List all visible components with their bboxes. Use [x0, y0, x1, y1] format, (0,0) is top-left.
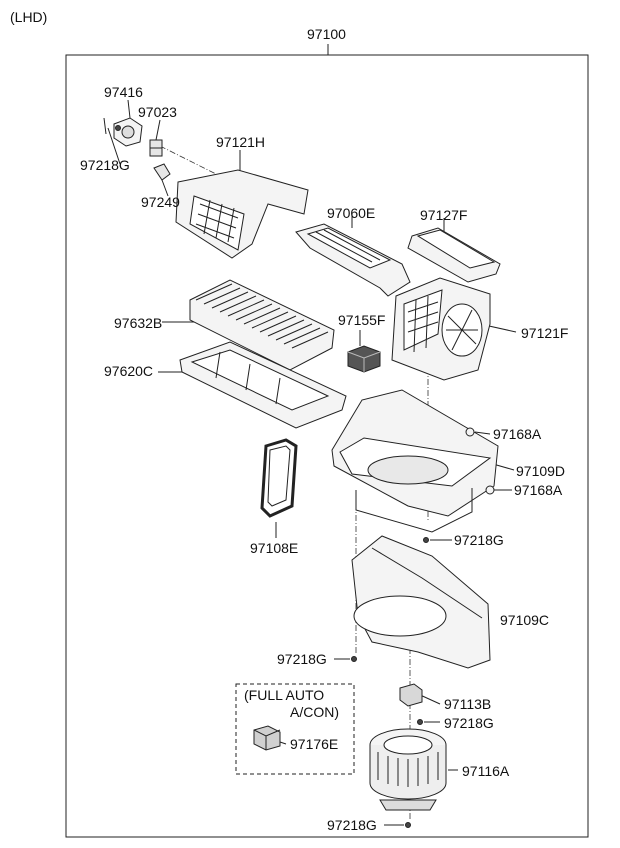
- lever-97023-illustration: [149, 139, 163, 157]
- filter-frame-97620c-illustration: [179, 341, 347, 429]
- part-label-97218g-mid: 97218G: [454, 532, 504, 548]
- upper-case-97121f-illustration: [391, 277, 491, 381]
- seal-97108e-illustration: [260, 438, 298, 518]
- part-label-97218g-right: 97218G: [444, 715, 494, 731]
- blower-case-97109d-illustration: [331, 389, 499, 533]
- intake-duct-97121h-illustration: [175, 169, 309, 259]
- part-label-97109d: 97109D: [516, 463, 566, 479]
- part-label-97176e: 97176E: [290, 736, 339, 752]
- part-label-97127f: 97127F: [420, 207, 468, 223]
- part-label-97108e: 97108E: [250, 540, 299, 556]
- part-label-97249: 97249: [141, 194, 180, 210]
- part-label-97116a: 97116A: [462, 763, 510, 779]
- assembly-frame: [65, 54, 589, 838]
- clip-97249-illustration: [153, 163, 171, 181]
- part-label-97416: 97416: [104, 84, 143, 100]
- resistor-97155f-illustration: [347, 345, 381, 373]
- inset-title-line1: (FULL AUTO: [244, 687, 325, 703]
- scroll-housing-97109c-illustration: [351, 535, 491, 669]
- variant-label: (LHD): [10, 9, 48, 25]
- full-auto-inset-box: [235, 683, 355, 775]
- part-label-97632b: 97632B: [114, 315, 163, 331]
- part-label-97023: 97023: [138, 104, 177, 120]
- part-label-97060e: 97060E: [327, 205, 376, 221]
- part-label-97109c: 97109C: [500, 612, 550, 628]
- part-label-97620c: 97620C: [104, 363, 154, 379]
- filter-cover-97127f-illustration: [407, 227, 501, 283]
- part-label-97168a-upper: 97168A: [493, 426, 542, 442]
- part-label-97121f: 97121F: [521, 325, 569, 341]
- part-label-97218g-left: 97218G: [277, 651, 327, 667]
- actuator-97416-illustration: [103, 117, 143, 147]
- door-97060e-illustration: [295, 223, 411, 297]
- part-label-97121h: 97121H: [216, 134, 266, 150]
- blower-motor-97116a-illustration: [369, 728, 447, 811]
- inset-title-line2: A/CON): [290, 704, 339, 720]
- clip-97168a-lower-illustration: [485, 485, 495, 495]
- assembly-number: 97100: [307, 26, 346, 42]
- part-label-97218g-bottom: 97218G: [327, 817, 377, 833]
- controller-97113b-illustration: [399, 683, 423, 707]
- part-label-97113b: 97113B: [444, 696, 492, 712]
- part-label-97155f: 97155F: [338, 312, 386, 328]
- clip-97168a-upper-illustration: [465, 427, 475, 437]
- part-label-97168a-lower: 97168A: [514, 482, 563, 498]
- air-filter-97632b-illustration: [189, 279, 335, 371]
- part-label-97218g-top: 97218G: [80, 157, 130, 173]
- relay-97176e-illustration: [253, 725, 281, 751]
